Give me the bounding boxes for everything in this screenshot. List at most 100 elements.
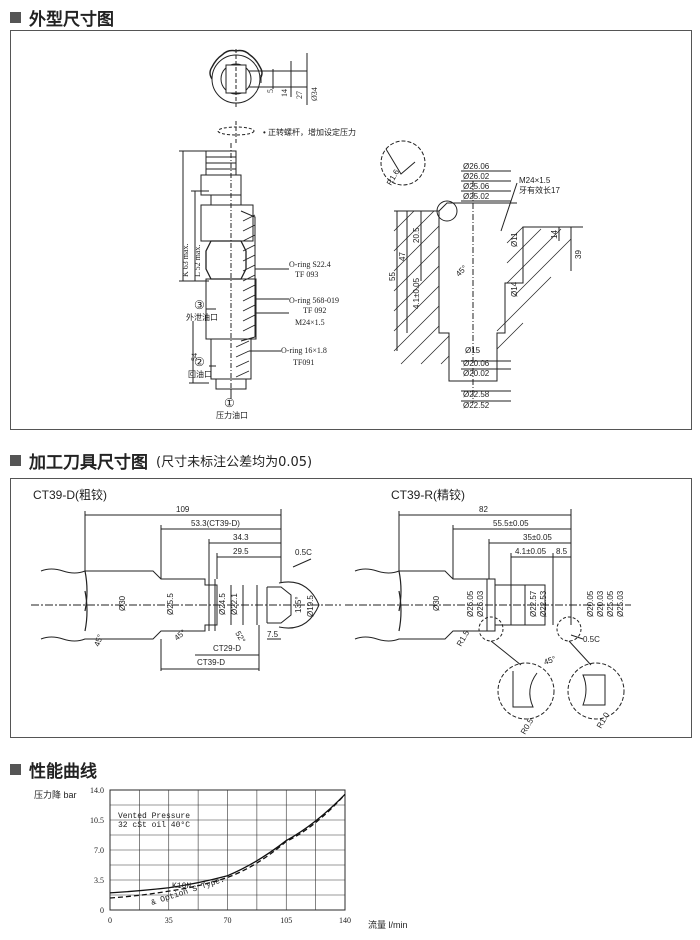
y-axis-label: 压力降 bar (34, 789, 77, 800)
tool-r-dim-35: 35±0.05 (523, 533, 552, 542)
tool-r-d2603: Ø26.03 (476, 590, 485, 617)
tool-d-d30: Ø30 (118, 595, 127, 611)
port-2-label: 回油口 (188, 369, 212, 379)
tool-r-d2003: Ø20.03 (596, 590, 605, 617)
tool-d-dim-05c: 0.5C (295, 548, 312, 557)
section-perf-header: 性能曲线 (10, 757, 97, 782)
section-title: 性能曲线 (29, 762, 97, 782)
y-tick-label: 7.0 (94, 846, 104, 855)
tool-d-ang4: 135° (294, 596, 303, 613)
tool-r-d2257: Ø22.57 (529, 590, 538, 617)
series-line-option-s (109, 793, 346, 899)
tool-r-d30: Ø30 (432, 595, 441, 611)
tool-r-dim-85: 8.5 (556, 547, 568, 556)
port-1-label: 压力油口 (216, 410, 248, 420)
oring-568: O-ring 568-019 (289, 296, 339, 305)
section-marker-icon (10, 12, 21, 23)
tool-d-d245: Ø24.5 (218, 593, 227, 615)
dim-54: 54 (190, 353, 199, 361)
thread-m24: M24×1.5 (295, 318, 325, 327)
oring-tf092: TF 092 (303, 306, 326, 315)
oring-tf091: TF091 (293, 358, 314, 367)
tool-d-ct29: CT29-D (213, 644, 241, 653)
cav-d2258: Ø22.58 (463, 390, 490, 399)
cav-d2502: Ø25.02 (463, 192, 490, 201)
chart-annotation: 32 cSt oil 40°C (118, 821, 190, 830)
top-dim-14: 14 (280, 89, 289, 97)
y-tick-label: 14.0 (90, 786, 104, 795)
cav-d2506: Ø25.06 (463, 182, 490, 191)
tool-d-d255: Ø25.5 (166, 593, 175, 615)
tool-d-dim-75: 7.5 (267, 630, 279, 639)
cav-14: 14 (550, 230, 559, 239)
cav-d11: Ø11 (510, 232, 519, 247)
cav-55: 55 (388, 272, 397, 281)
tool-d-title: CT39-D(粗铰) (33, 487, 107, 502)
tool-d-dim-533: 53.3(CT39-D) (191, 519, 240, 528)
x-tick-label: 0 (108, 916, 112, 925)
cav-45: 45° (454, 263, 469, 278)
cav-d2606: Ø26.06 (463, 162, 490, 171)
top-dim-27: 27 (295, 91, 304, 99)
y-tick-label: 0 (100, 906, 104, 915)
outline-drawing: 5 14 27 Ø34 K 63 max. L 52 max. 54 O-rin… (179, 49, 583, 420)
tool-d-dim-343: 34.3 (233, 533, 249, 542)
tool-d-ang3: 52° (233, 630, 247, 645)
rotate-note: • 正转螺杆，增加设定压力 (263, 127, 356, 137)
cav-47: 47 (398, 252, 407, 261)
section-marker-icon (10, 764, 21, 775)
top-dim-5: 5 (266, 89, 275, 93)
tool-r-dim-82: 82 (479, 505, 488, 514)
cav-d2002: Ø20.02 (463, 369, 490, 378)
section-subtitle: (尺寸未标注公差均为0.05) (156, 455, 313, 470)
section-outline-header: 外型尺寸图 (10, 5, 114, 30)
cavity-drawing (380, 140, 583, 403)
port-2-num: ② (194, 355, 205, 369)
tool-drawing: CT39-D(粗铰) CT39-R(精铰) (31, 487, 631, 736)
section-title: 外型尺寸图 (29, 10, 114, 30)
tool-r-d2005: Ø20.05 (586, 590, 595, 617)
cav-39: 39 (574, 250, 583, 259)
valve-top-view (209, 49, 308, 109)
series-label-k10n: K10N (172, 882, 191, 891)
y-tick-label: 3.5 (94, 876, 104, 885)
cav-205: 20.5 (412, 227, 421, 243)
oring-tf093: TF 093 (295, 270, 318, 279)
port-1-num: ① (224, 396, 235, 410)
tool-r-shape (345, 509, 631, 720)
dim-l52: L 52 max. (193, 245, 202, 277)
x-tick-label: 140 (339, 916, 351, 925)
tool-d-ang1: 45° (92, 633, 105, 647)
tool-r-d2503: Ø25.03 (616, 590, 625, 617)
outline-drawing-frame: 5 14 27 Ø34 K 63 max. L 52 max. 54 O-rin… (10, 30, 692, 430)
cav-m24: M24×1.5 (519, 176, 551, 185)
cav-d2006: Ø20.06 (463, 359, 490, 368)
tool-r-title: CT39-R(精铰) (391, 487, 465, 502)
cav-d14: Ø14 (510, 281, 519, 297)
tool-r-dim-555: 55.5±0.05 (493, 519, 529, 528)
tool-r-d2505: Ø25.05 (606, 590, 615, 617)
tool-d-ang2: 45° (173, 628, 188, 643)
x-tick-label: 105 (280, 916, 292, 925)
valve-side-view (179, 143, 289, 403)
tool-r-05c: 0.5C (583, 635, 600, 644)
port-3-label: 外泄油口 (186, 312, 218, 322)
tool-d-dim-109: 109 (176, 505, 190, 514)
y-tick-label: 10.5 (90, 816, 104, 825)
cav-d2252: Ø22.52 (463, 401, 490, 410)
x-tick-label: 35 (165, 916, 173, 925)
tool-d-dim-295: 29.5 (233, 547, 249, 556)
cav-d15: Ø15 (465, 346, 481, 355)
section-marker-icon (10, 455, 21, 466)
chart-annotation: Vented Pressure (118, 812, 190, 821)
oring-16: O-ring 16×1.8 (281, 346, 327, 355)
tool-r-d2253: Ø22.53 (539, 590, 548, 617)
tool-r-r05: R0.5 (519, 716, 536, 736)
cav-d2602: Ø26.02 (463, 172, 490, 181)
tool-d-ct39: CT39-D (197, 658, 225, 667)
tool-r-r10: R1.0 (595, 710, 612, 730)
cav-41: 4.1±0.05 (412, 277, 421, 309)
port-3-num: ③ (194, 298, 205, 312)
x-axis-label: 流量 l/min (368, 919, 408, 930)
